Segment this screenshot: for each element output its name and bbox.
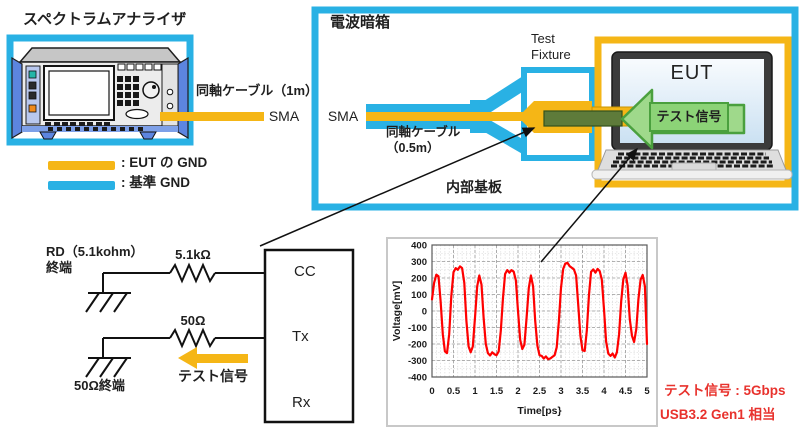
x-axis-title: Time[ps} xyxy=(517,405,561,417)
analyzer-screen xyxy=(48,70,110,116)
sma-right-label: SMA xyxy=(327,108,359,124)
sma-left-label: SMA xyxy=(268,108,300,124)
analyzer-connector2 xyxy=(166,102,174,110)
y-tick-label: 100 xyxy=(411,290,427,301)
legend-eut-gnd-label: : EUT の GND xyxy=(121,155,208,170)
pin-tx-label: Tx xyxy=(292,328,309,345)
x-tick-label: 0.5 xyxy=(447,386,461,397)
note-usb-standard: USB3.2 Gen1 相当 xyxy=(660,407,776,422)
analyzer-screen-bezel xyxy=(43,65,115,121)
x-tick-label: 0 xyxy=(429,386,434,397)
analyzer-connector1 xyxy=(166,88,174,96)
coax-cable-1m xyxy=(160,112,264,121)
circuit-test-signal-label: テスト信号 xyxy=(178,368,248,384)
y-tick-label: -100 xyxy=(408,323,427,334)
analyzer-keypad xyxy=(117,76,139,106)
legend-reference-gnd-label: : 基準 GND xyxy=(121,175,190,190)
y-tick-label: -400 xyxy=(408,373,427,384)
analyzer-knob-dot xyxy=(152,85,156,89)
y-tick-label: 0 xyxy=(422,307,427,318)
fixture-gnd-arm-top xyxy=(478,72,536,116)
x-tick-label: 5 xyxy=(644,386,650,397)
termination-50ohm-label: 50Ω終端 xyxy=(74,378,125,393)
pin-rx-label: Rx xyxy=(292,394,311,411)
analyzer-top-buttons xyxy=(117,63,162,71)
coax-05m-core xyxy=(366,112,524,121)
plot-border xyxy=(431,244,648,378)
resistor-50 xyxy=(169,327,216,349)
eut-label: EUT xyxy=(670,62,714,84)
fixture-pcb xyxy=(543,110,623,127)
analyzer-softkey-row xyxy=(45,122,110,127)
analyzer-indicator-teal xyxy=(28,70,37,79)
fixture-connector xyxy=(591,106,637,127)
analyzer-bottom-buttons xyxy=(48,127,143,131)
x-tick-label: 1 xyxy=(472,386,478,397)
laptop-base xyxy=(591,169,793,180)
y-tick-label: -200 xyxy=(408,340,427,351)
pin-cc-label: CC xyxy=(294,263,316,280)
spectrum-analyzer-illustration xyxy=(11,47,189,140)
analyzer-indicator-dark1 xyxy=(28,81,37,90)
coax-cable-05m-label-1: 同軸ケーブル xyxy=(386,125,461,139)
laptop-keyboard-deck xyxy=(597,149,787,171)
resistor1-label: 5.1kΩ xyxy=(175,247,211,262)
test-signal-arrow-label: テスト信号 xyxy=(656,109,722,124)
fixture-gnd-arm-bottom xyxy=(478,117,536,158)
resistor2-label: 50Ω xyxy=(180,313,206,328)
analyzer-indicator-dark2 xyxy=(28,91,37,100)
analyzer-bottom-strip xyxy=(22,126,178,132)
analyzer-indicator-orange xyxy=(28,104,37,113)
waveform-chart-svg: 0 0.5 1 1.5 2 2.5 3 3.5 4 4.5 5 400 300 200 100 0 -100 -2… xyxy=(386,237,658,427)
coax-cable-1m-label: 同軸ケーブル（1m） xyxy=(196,83,319,98)
laptop-touchpad xyxy=(671,162,717,172)
coax-cable-05m-label-2: （0.5m） xyxy=(386,141,440,155)
internal-board-label: 内部基板 xyxy=(446,179,502,195)
x-tick-label: 2.5 xyxy=(533,386,547,397)
waveform-trace xyxy=(430,261,649,361)
coax-05m-splitter xyxy=(470,100,490,133)
x-tick-label: 4.5 xyxy=(619,386,633,397)
waveform-chart: 0 0.5 1 1.5 2 2.5 3 3.5 4 4.5 5 400 300 200 100 0 -100 -2… xyxy=(386,237,658,427)
legend-eut-gnd-swatch xyxy=(48,161,115,170)
y-axis-title: Voltage[mV] xyxy=(391,281,403,341)
y-tick-label: 200 xyxy=(411,274,427,285)
rd-termination-label-1: RD（5.1kohm） xyxy=(46,244,144,259)
x-tick-label: 2 xyxy=(515,386,520,397)
legend-reference-gnd-swatch xyxy=(48,181,115,190)
analyzer-oval-button xyxy=(125,108,149,120)
spectrum-analyzer-label: スペクトラムアナライザ xyxy=(23,11,187,28)
analyzer-right-panel xyxy=(161,63,179,127)
y-tick-label: -300 xyxy=(408,356,427,367)
resistor-5k1 xyxy=(169,262,216,284)
shield-box-label: 電波暗箱 xyxy=(330,14,391,31)
analyzer-body xyxy=(19,61,181,127)
shield-box xyxy=(311,6,799,211)
test-fixture-label-2: Fixture xyxy=(531,47,571,62)
x-tick-label: 3 xyxy=(558,386,563,397)
x-tick-label: 4 xyxy=(601,386,607,397)
fixture-signal-plug xyxy=(518,101,592,133)
analyzer-gnd-box xyxy=(6,34,194,146)
y-tick-label: 300 xyxy=(411,257,427,268)
ground-symbol-2 xyxy=(85,357,131,378)
analyzer-left-flap xyxy=(11,56,23,140)
analyzer-top-face xyxy=(18,47,182,63)
x-tick-label: 1.5 xyxy=(490,386,504,397)
test-fixture-box xyxy=(521,67,595,161)
circuit-test-signal-arrow xyxy=(178,347,248,369)
rd-termination-label-2: 終端 xyxy=(46,260,73,275)
note-test-signal-speed: テスト信号 : 5Gbps xyxy=(664,383,786,398)
x-tick-label: 3.5 xyxy=(576,386,590,397)
analyzer-right-flap xyxy=(177,56,189,140)
analyzer-left-column xyxy=(25,65,41,125)
test-fixture-label-1: Test xyxy=(531,31,555,46)
ground-symbol-1 xyxy=(85,292,131,313)
analyzer-knob xyxy=(142,81,160,99)
y-tick-label: 400 xyxy=(411,241,427,252)
analyzer-foot-left xyxy=(39,131,57,140)
analyzer-foot-right xyxy=(139,131,157,140)
